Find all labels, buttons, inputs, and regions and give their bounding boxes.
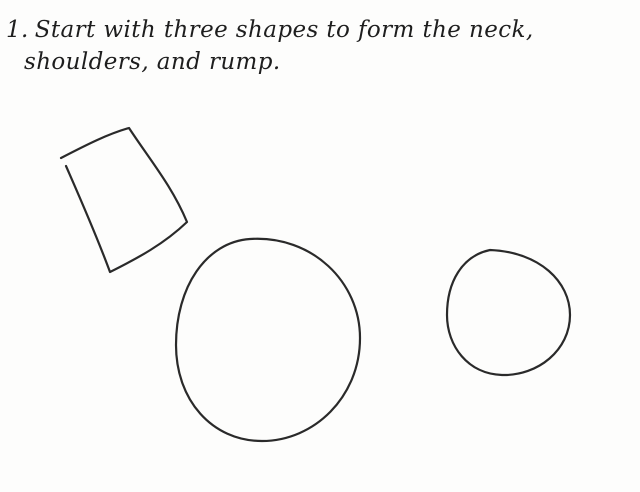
shoulders-circle-icon [174, 237, 362, 443]
instruction-text: 1.Start with three shapes to form the ne… [6, 14, 636, 78]
instruction-line-1-text: Start with three shapes to form the neck… [34, 17, 534, 43]
neck-shape-icon [59, 126, 189, 274]
instruction-line-2: shoulders, and rump. [24, 49, 281, 75]
rump-circle-icon [445, 248, 572, 377]
instruction-line-1: 1.Start with three shapes to form the ne… [6, 14, 636, 46]
step-number: 1. [6, 17, 29, 43]
